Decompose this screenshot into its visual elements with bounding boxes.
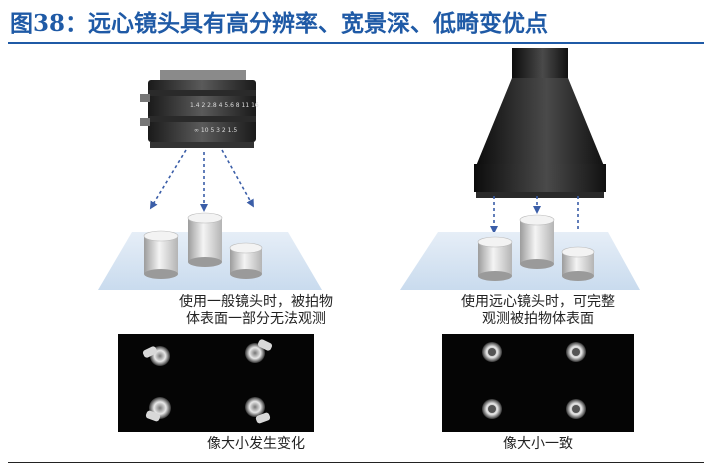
uniform-spot bbox=[566, 342, 586, 362]
result-image-telecentric bbox=[442, 334, 634, 432]
uniform-spot bbox=[566, 399, 586, 419]
distorted-spot bbox=[145, 397, 171, 422]
caption-line: 使用一般镜头时，被拍物 bbox=[179, 294, 333, 310]
lens-scale-row2: ∞ 10 5 3 2 1.5 bbox=[194, 127, 237, 134]
normal-lens: 1.4 2 2.8 4 5.6 8 11 16 ∞ 10 5 3 2 1.5 bbox=[140, 70, 259, 148]
distorted-spot bbox=[245, 397, 271, 424]
object-cylinder bbox=[477, 236, 513, 281]
title-rule bbox=[8, 42, 704, 44]
figure-title: 图38：远心镜头具有高分辨率、宽景深、低畸变优点 bbox=[10, 10, 549, 37]
light-arrow bbox=[221, 149, 254, 208]
normal-lens-caption: 使用一般镜头时，被拍物 体表面一部分无法观测 bbox=[140, 294, 372, 328]
telecentric-lens bbox=[474, 48, 606, 198]
telecentric-result-caption: 像大小一致 bbox=[503, 436, 573, 452]
object-cylinder bbox=[143, 230, 179, 279]
caption-line: 使用远心镜头时，可完整 bbox=[461, 294, 615, 310]
telecentric-lens-caption: 使用远心镜头时，可完整 观测被拍物体表面 bbox=[418, 294, 658, 328]
object-cylinder bbox=[561, 246, 595, 281]
lens-scale-row1: 1.4 2 2.8 4 5.6 8 11 16 bbox=[190, 102, 259, 109]
light-arrow bbox=[149, 149, 187, 210]
uniform-spot bbox=[482, 399, 502, 419]
figure-illustration: 1.4 2 2.8 4 5.6 8 11 16 ∞ 10 5 3 2 1.5 bbox=[98, 48, 640, 432]
bottom-rule bbox=[8, 462, 704, 463]
caption-line: 体表面一部分无法观测 bbox=[186, 311, 326, 327]
uniform-spot bbox=[482, 342, 502, 362]
object-cylinder bbox=[519, 214, 555, 269]
object-cylinder bbox=[187, 212, 223, 267]
object-cylinder bbox=[229, 242, 263, 279]
caption-line: 观测被拍物体表面 bbox=[482, 311, 594, 327]
distorted-spot bbox=[142, 346, 170, 366]
distorted-spot bbox=[245, 339, 273, 363]
normal-result-caption: 像大小发生变化 bbox=[207, 436, 305, 452]
